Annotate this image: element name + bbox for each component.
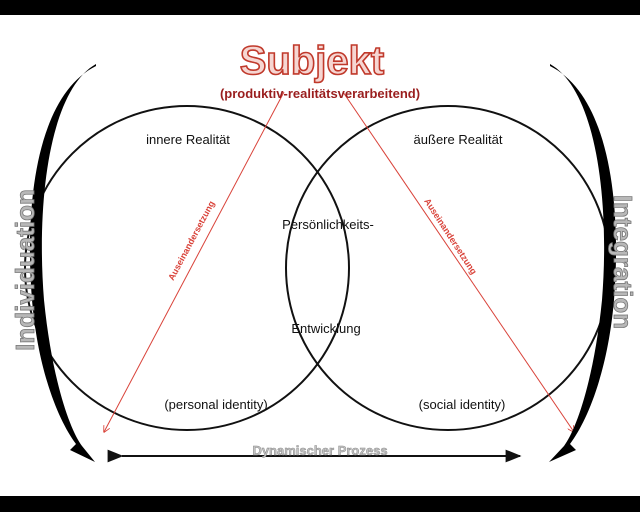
left-diagonal-arrow xyxy=(104,91,285,432)
center-top-label: Persönlichkeits- xyxy=(282,217,374,232)
subtitle: (produktiv-realitätsverarbeitend) xyxy=(220,86,420,101)
title: Subjekt xyxy=(240,39,384,83)
right-side-label: Integration xyxy=(608,195,638,329)
left-bottom-label: (personal identity) xyxy=(164,397,267,412)
left-top-label: innere Realität xyxy=(146,132,230,147)
right-curved-arrow xyxy=(549,64,617,462)
right-bottom-label: (social identity) xyxy=(419,397,506,412)
left-circle xyxy=(24,105,350,431)
letterbox-top xyxy=(0,0,640,15)
left-curved-arrow xyxy=(29,64,96,462)
center-bottom-label: Entwicklung xyxy=(291,321,360,336)
letterbox-bottom xyxy=(0,496,640,512)
bottom-label: Dynamischer Prozess xyxy=(252,443,387,458)
right-diagonal-arrow xyxy=(342,91,574,432)
left-side-label: Individuation xyxy=(10,189,40,351)
page-background xyxy=(0,15,640,496)
right-top-label: äußere Realität xyxy=(414,132,503,147)
